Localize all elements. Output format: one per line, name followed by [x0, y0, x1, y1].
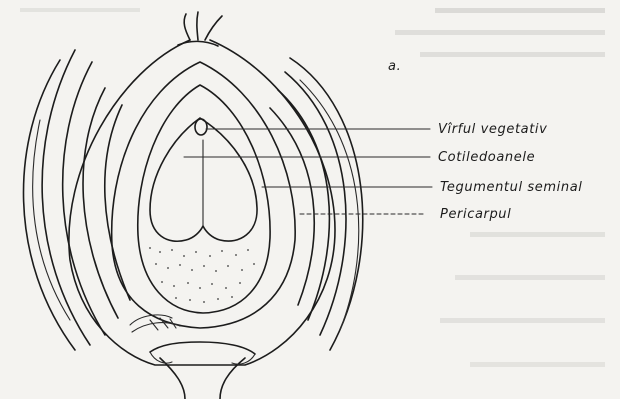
outer-bracts-right	[270, 58, 363, 350]
receptacle	[150, 342, 255, 399]
label-pericarp: Pericarpul	[440, 207, 511, 222]
label-apex: Vîrful vegetativ	[438, 122, 547, 137]
cotyledons	[150, 118, 257, 241]
pericarp-outline	[69, 12, 335, 365]
growing-tip-marker	[195, 119, 207, 135]
leader-lines	[184, 129, 432, 214]
endosperm-stipple	[149, 247, 255, 303]
label-cotyledons: Cotiledoanele	[438, 150, 535, 165]
panel-letter: a.	[388, 59, 401, 74]
label-seed-coat: Tegumentul seminal	[440, 180, 582, 195]
